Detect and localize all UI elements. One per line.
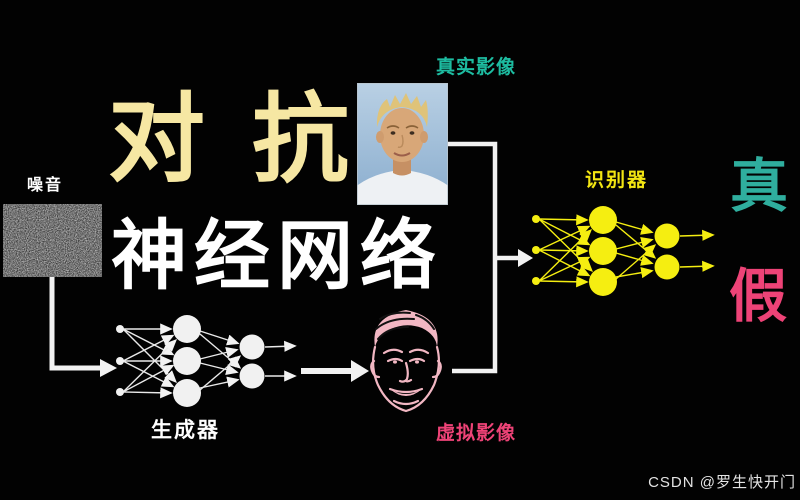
generator-to-fake-arrow xyxy=(301,360,369,382)
fake-image-label: 虚拟影像 xyxy=(436,423,517,444)
generator-output-nodes xyxy=(239,334,265,389)
discriminator-output-nodes xyxy=(654,223,680,280)
poster-title-line2: 神经网络 xyxy=(111,214,443,299)
noise-image xyxy=(3,204,102,277)
real-face-photo xyxy=(357,83,448,205)
generator-input-nodes xyxy=(116,325,124,396)
generator-hidden-nodes xyxy=(173,315,201,407)
noise-to-generator-arrow xyxy=(49,277,117,377)
fake-face-sketch xyxy=(370,310,442,413)
poster-title-line1: 对 抗 xyxy=(108,85,359,194)
discriminator-network xyxy=(532,206,715,296)
discriminator-input-nodes xyxy=(532,215,540,285)
real-image-label: 真实影像 xyxy=(436,57,517,78)
generator-network xyxy=(116,315,297,407)
watermark-text: CSDN @罗生快开门 xyxy=(648,474,796,491)
verdict-real-text: 真 xyxy=(730,154,789,219)
discriminator-hidden-nodes xyxy=(589,206,617,296)
generator-label: 生成器 xyxy=(151,419,220,442)
verdict-fake-text: 假 xyxy=(729,264,788,329)
images-to-discriminator-connector xyxy=(448,141,533,374)
discriminator-label: 识别器 xyxy=(585,170,649,191)
noise-label: 噪音 xyxy=(27,177,64,194)
